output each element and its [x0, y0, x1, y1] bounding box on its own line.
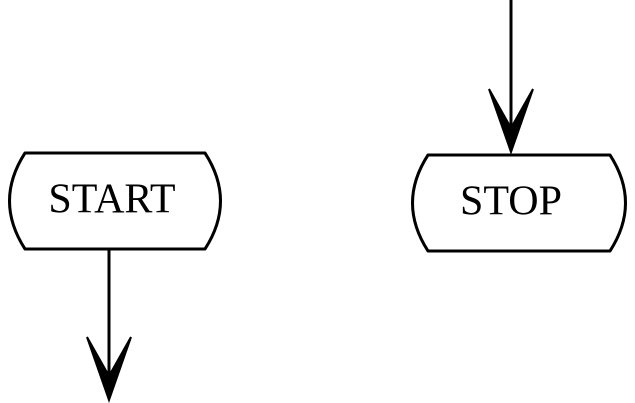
start-terminator: START: [8, 151, 222, 251]
stop-terminator: STOP: [411, 153, 627, 253]
stop-label: STOP: [460, 179, 562, 225]
stop-terminator-shape: [411, 153, 627, 253]
stop-in-arrowhead: [488, 88, 534, 156]
start-label: START: [48, 177, 175, 223]
start-out-arrow: [86, 249, 132, 403]
start-terminator-shape: [8, 151, 222, 251]
start-out-arrowhead: [86, 336, 132, 403]
stop-in-arrow: [488, 0, 534, 156]
